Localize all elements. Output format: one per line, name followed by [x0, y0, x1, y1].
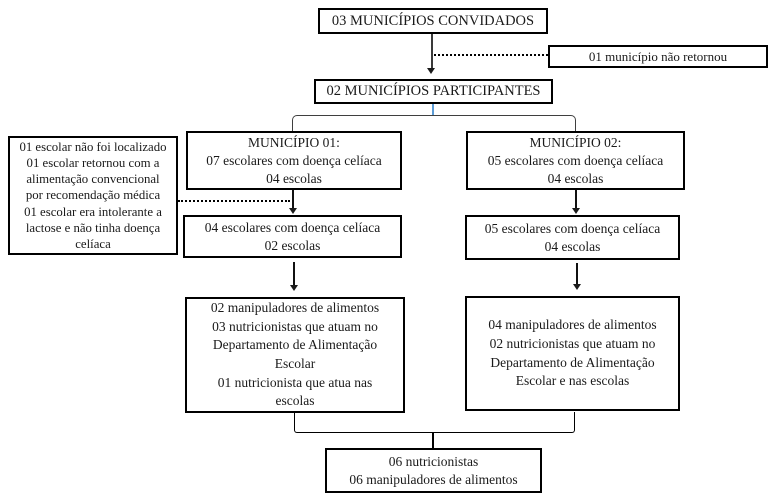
flow-box-line: alimentação convencional	[26, 172, 160, 187]
flow-box-line: 02 escolas	[264, 237, 321, 253]
flow-box-line: MUNICÍPIO 01:	[248, 134, 340, 150]
dotted-connector-exclusions	[178, 200, 290, 202]
flow-box-municipio-01: MUNICÍPIO 01: 07 escolares com doença ce…	[186, 131, 402, 190]
flow-box-municipio-01-final: 04 escolares com doença celíaca 02 escol…	[183, 215, 402, 258]
flow-box-line: 02 MUNICÍPIOS PARTICIPANTES	[326, 83, 541, 99]
flow-box-line: lactose e não tinha doença	[25, 220, 161, 235]
flow-box-line: Departamento de Alimentação	[212, 337, 378, 353]
flow-box-line: 04 escolares com doença celíaca	[204, 219, 381, 235]
flow-box-line: por recomendação médica	[25, 188, 161, 203]
flow-box-line: 03 MUNICÍPIOS CONVIDADOS	[331, 12, 535, 29]
flow-box-exclusoes: 01 escolar não foi localizado 01 escolar…	[8, 136, 178, 255]
flow-box-line: 04 manipuladores de alimentos	[488, 317, 657, 333]
flow-box-total: 06 nutricionistas 06 manipuladores de al…	[325, 448, 542, 493]
connector-participants-stub	[432, 104, 434, 115]
connector-final2-to-staff2	[576, 263, 578, 286]
flow-box-line: 01 escolar retornou com a	[26, 155, 160, 170]
flow-box-line: Escolar e nas escolas	[515, 373, 630, 389]
flow-box-line: 04 escolas	[547, 170, 604, 186]
branch-bracket-top	[292, 115, 576, 131]
flow-box-line: 05 escolares com doença celíaca	[484, 220, 661, 236]
flow-box-line: 01 escolar não foi localizado	[19, 139, 167, 154]
arrowhead-down-icon	[427, 68, 435, 74]
flow-box-line: 01 nutricionista que atua nas	[217, 374, 373, 390]
flow-box-line: 06 nutricionistas	[388, 453, 479, 469]
flow-box-line: 07 escolares com doença celíaca	[206, 152, 382, 168]
flow-box-municipios-participantes: 02 MUNICÍPIOS PARTICIPANTES	[314, 79, 553, 104]
flow-box-line: 05 escolares com doença celíaca	[487, 152, 664, 168]
merge-bracket-bottom	[294, 412, 575, 433]
connector-mun2-to-final	[575, 190, 577, 210]
flow-box-line: MUNICÍPIO 02:	[529, 134, 622, 150]
dotted-connector-to-not-returned	[434, 54, 548, 56]
flow-box-line: 04 escolas	[266, 170, 322, 186]
flow-box-municipio-02-equipe: 04 manipuladores de alimentos 02 nutrici…	[465, 296, 680, 411]
flow-box-line: 01 escolar era intolerante a	[24, 204, 162, 219]
arrowhead-down-icon	[288, 208, 297, 214]
flow-box-line: Departamento de Alimentação	[490, 354, 655, 370]
arrowhead-down-icon	[572, 284, 581, 290]
arrowhead-down-icon	[571, 208, 580, 214]
arrowhead-down-icon	[289, 285, 298, 291]
flow-box-line: 03 nutricionistas que atuam no	[212, 318, 378, 334]
connector-final1-to-staff1	[293, 262, 295, 287]
flow-box-line: Escolar	[274, 356, 316, 371]
flow-box-line: 02 nutricionistas que atuam no	[489, 335, 656, 351]
connector-to-total	[432, 433, 434, 448]
flow-box-line: 04 escolas	[544, 238, 601, 254]
flow-box-municipio-nao-retornou: 01 município não retornou	[548, 45, 768, 68]
flow-box-line: 02 manipuladores de alimentos	[210, 300, 380, 316]
flow-box-line: 01 município não retornou	[588, 48, 728, 64]
flow-box-line: celíaca	[75, 237, 111, 251]
flow-box-municipio-02-final: 05 escolares com doença celíaca 04 escol…	[465, 215, 680, 260]
flow-box-municipios-convidados: 03 MUNICÍPIOS CONVIDADOS	[318, 8, 548, 34]
connector-mun1-to-final	[292, 190, 294, 210]
flow-box-municipio-01-equipe: 02 manipuladores de alimentos 03 nutrici…	[185, 297, 405, 413]
flow-box-line: 06 manipuladores de alimentos	[349, 471, 518, 487]
connector-invited-to-participants	[431, 34, 433, 68]
flow-box-line: escolas	[275, 393, 315, 409]
flow-box-municipio-02: MUNICÍPIO 02: 05 escolares com doença ce…	[466, 131, 685, 190]
